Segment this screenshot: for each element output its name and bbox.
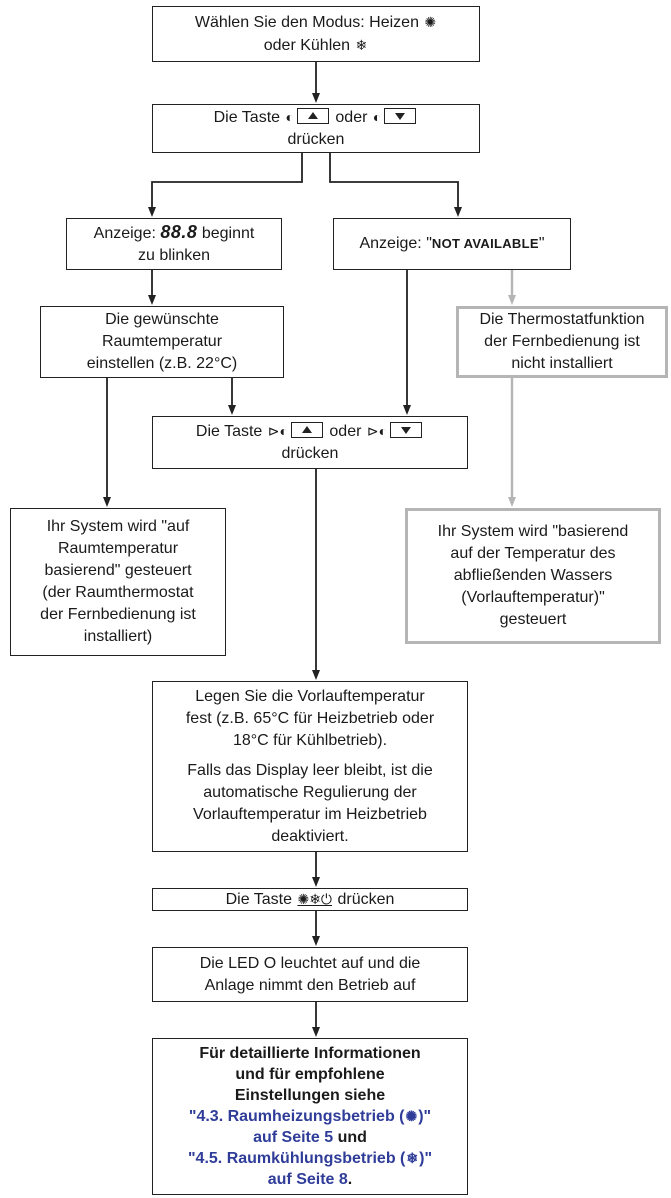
mode-line2: oder Kühlen [263, 37, 351, 54]
room-based-line: der Fernbedienung ist [40, 606, 196, 623]
room-based-line: basierend" gesteuert [44, 562, 192, 579]
flow-para2-line: deaktiviert. [271, 827, 349, 845]
led-icon: O [263, 954, 277, 972]
water-based-box: Ihr System wird "basierend auf der Tempe… [405, 508, 661, 644]
down-key-icon [384, 108, 417, 124]
link1-text-b: )" [418, 1108, 432, 1125]
not-available-value: NOT AVAILABLE [431, 236, 539, 251]
set-room-line2: Raumtemperatur [101, 333, 223, 350]
room-based-line: installiert) [83, 628, 153, 645]
link1-text-a: "4.3. Raumheizungsbetrieb ( [188, 1108, 405, 1125]
thermo-line1: Die Thermostatfunktion [479, 311, 645, 328]
press-temp-key2-box: Die Taste ⊳◐ oder ⊳◐ drücken [152, 416, 468, 469]
flow-thermometer-icon: ⊳◐ [267, 423, 288, 439]
flow-para2-line: Vorlauftemperatur im Heizbetrieb [193, 805, 427, 823]
thermometer-icon: ◐ [285, 109, 294, 125]
press-key-prefix: Die Taste [213, 109, 281, 126]
display-blink-suffix: beginnt [201, 225, 255, 242]
link-heating-section[interactable]: "4.3. Raumheizungsbetrieb (✺)" [189, 1106, 431, 1127]
press-onoff-box: Die Taste ✺❄⏻ drücken [152, 888, 468, 911]
final-and: und [337, 1129, 367, 1146]
display-blink-line2: zu blinken [137, 247, 211, 264]
thermometer-icon: ◐ [372, 109, 382, 125]
flow-para2-line: Falls das Display leer bleibt, ist die [187, 761, 433, 779]
link-heating-page[interactable]: auf Seite 5 [253, 1129, 334, 1146]
room-based-line: (der Raumthermostat [42, 584, 194, 601]
display-blink-box: Anzeige: 88.8 beginnt zu blinken [66, 218, 282, 270]
onoff-prefix: Die Taste [225, 891, 293, 908]
water-based-line: abfließenden Wassers [453, 567, 613, 584]
press-temp-key-box: Die Taste ◐ oder ◐ drücken [152, 104, 480, 153]
display-blink-prefix: Anzeige: [93, 225, 156, 242]
not-available-suffix: " [538, 235, 545, 252]
final-line3: Einstellungen siehe [234, 1087, 386, 1104]
press-key2-line2: drücken [281, 445, 339, 462]
water-based-line: (Vorlauftemperatur)" [461, 589, 605, 606]
flow-para1-line: Legen Sie die Vorlauftemperatur [195, 687, 425, 705]
water-based-line: auf der Temperatur des [450, 545, 616, 562]
led-line1-prefix: Die LED [199, 954, 260, 972]
set-room-line1: Die gewünschte [105, 311, 219, 328]
flow-para1-line: 18°C für Kühlbetrieb). [232, 731, 388, 749]
flow-para2-line: automatische Regulierung der [203, 783, 417, 801]
up-key-icon [290, 422, 323, 438]
heat-icon: ✺ [424, 14, 437, 30]
up-key-icon [296, 108, 329, 124]
not-available-prefix: Anzeige: " [359, 235, 432, 252]
final-line2: und für empfohlene [235, 1066, 385, 1083]
flow-para1-line: fest (z.B. 65°C für Heizbetrieb oder [185, 709, 435, 727]
down-key-icon [390, 422, 423, 438]
heat-icon: ✺ [405, 1108, 418, 1124]
press-key-line2: drücken [287, 131, 345, 148]
mode-line1: Wählen Sie den Modus: Heizen [194, 14, 419, 31]
press-key2-or: oder [329, 423, 362, 440]
reference-box: Für detaillierte Informationen und für e… [152, 1038, 468, 1195]
thermostat-not-installed-box: Die Thermostatfunktion der Fernbedienung… [456, 306, 668, 378]
led-line2: Anlage nimmt den Betrieb auf [204, 976, 416, 994]
display-digits: 88.8 [160, 222, 198, 242]
set-flow-temp-box: Legen Sie die Vorlauftemperatur fest (z.… [152, 681, 468, 852]
room-based-line: Ihr System wird "auf [46, 518, 190, 535]
snowflake-icon: ❄ [406, 1150, 419, 1166]
onoff-suffix: drücken [337, 891, 395, 908]
link2-text-b: )" [419, 1150, 433, 1167]
link2-text-a: "4.5. Raumkühlungsbetrieb ( [187, 1150, 406, 1167]
room-based-box: Ihr System wird "auf Raumtemperatur basi… [10, 508, 226, 656]
thermo-line3: nicht installiert [511, 355, 613, 372]
set-room-temp-box: Die gewünschte Raumtemperatur einstellen… [40, 306, 284, 378]
water-based-line: gesteuert [499, 611, 567, 628]
final-end: . [347, 1171, 353, 1188]
flow-thermometer-icon: ⊳◐ [366, 423, 388, 439]
water-based-line: Ihr System wird "basierend [437, 523, 629, 540]
thermo-line2: der Fernbedienung ist [484, 333, 640, 350]
onoff-key-icon: ✺❄⏻ [297, 891, 333, 907]
mode-select-box: Wählen Sie den Modus: Heizen ✺ oder Kühl… [152, 6, 480, 62]
press-key-or: oder [335, 109, 368, 126]
arrow-key-to-notavail [329, 153, 462, 217]
not-available-box: Anzeige: "NOT AVAILABLE" [333, 218, 571, 270]
link-cooling-page[interactable]: auf Seite 8 [267, 1171, 348, 1188]
led-on-box: Die LED O leuchtet auf und die Anlage ni… [152, 947, 468, 1002]
led-line1-suffix: leuchtet auf und die [280, 954, 421, 972]
room-based-line: Raumtemperatur [57, 540, 179, 557]
snowflake-icon: ❄ [355, 37, 368, 53]
press-key2-prefix: Die Taste [195, 423, 263, 440]
set-room-line3: einstellen (z.B. 22°C) [86, 355, 238, 372]
final-line1: Für detaillierte Informationen [199, 1045, 421, 1062]
link-cooling-section[interactable]: "4.5. Raumkühlungsbetrieb (❄)" [188, 1148, 432, 1169]
arrow-key-to-blink [148, 153, 303, 217]
